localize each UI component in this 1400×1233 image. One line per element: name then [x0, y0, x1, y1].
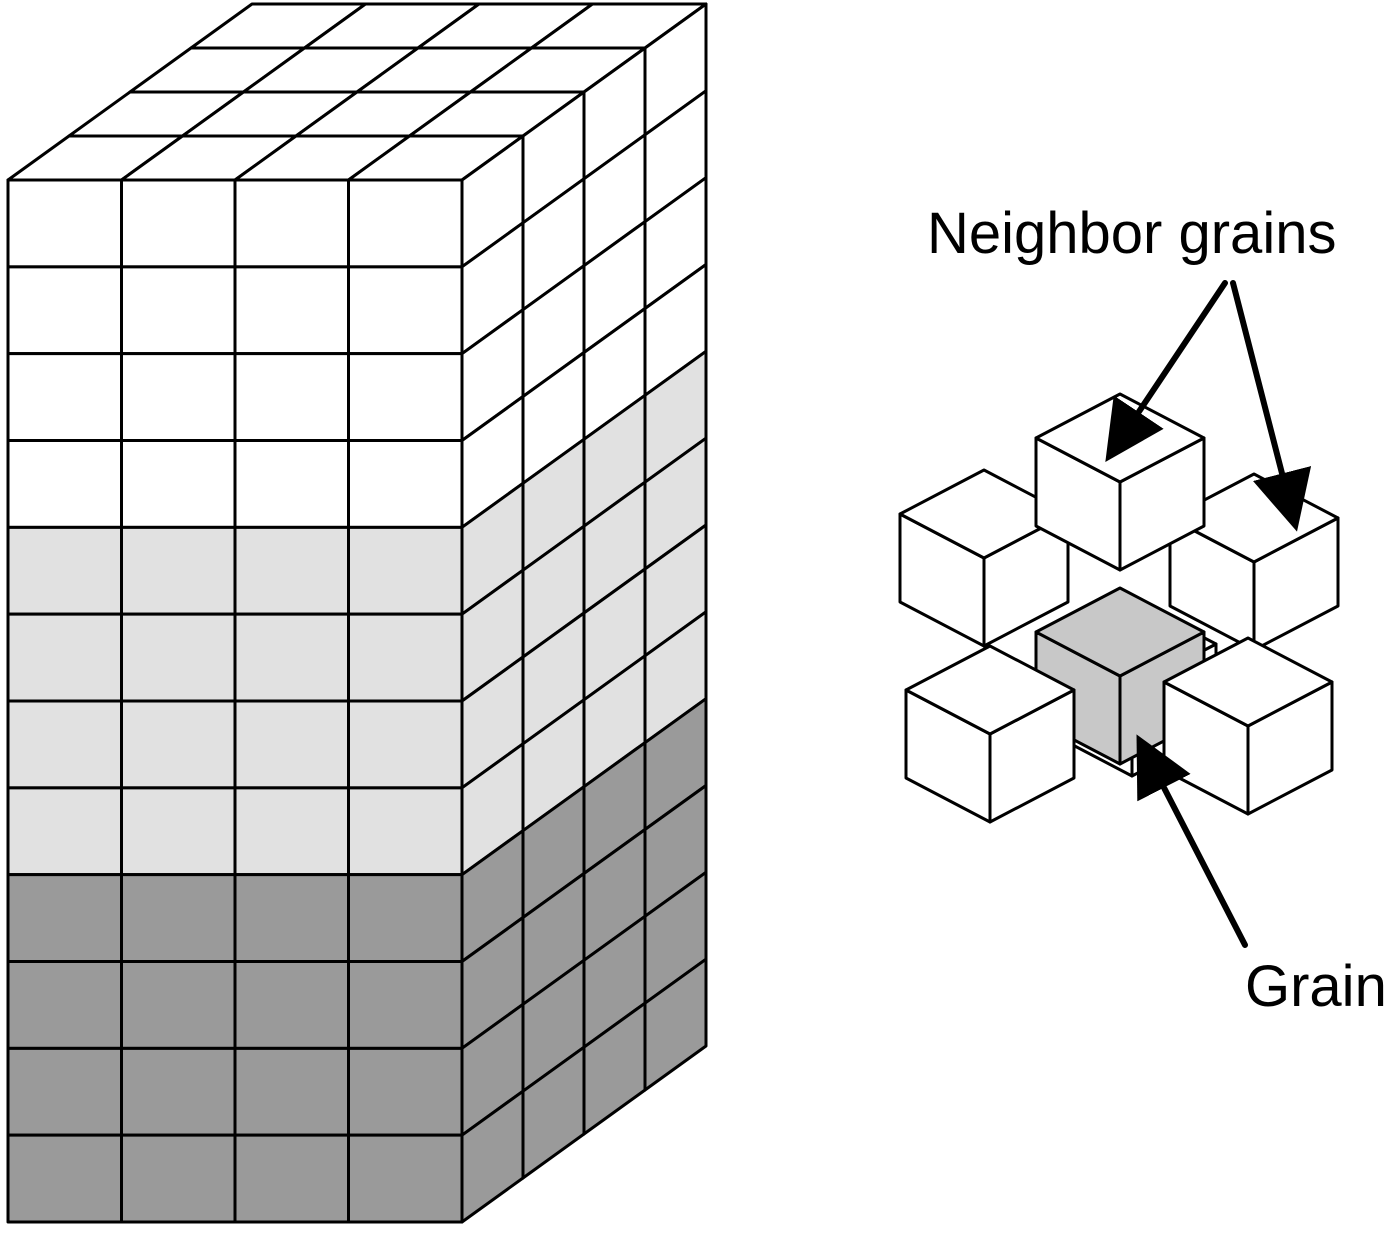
front-face-cell [233, 786, 350, 877]
front-face-cell [233, 352, 350, 442]
front-face-cell [6, 612, 123, 703]
voxel-block [6, 2, 708, 1224]
front-face-cell [120, 352, 237, 442]
front-face-cell [347, 439, 464, 529]
neighbor-arrow-left [1105, 280, 1228, 462]
front-face-cell [347, 525, 464, 616]
grain-cluster [898, 392, 1340, 824]
front-face-cell [6, 960, 123, 1050]
front-face-cell [6, 525, 123, 616]
neighbor-arrow-right [1230, 280, 1312, 532]
front-face-cell [347, 612, 464, 703]
front-face-cell [233, 873, 350, 963]
grain-arrow [1136, 734, 1248, 948]
front-face-cell [347, 178, 464, 269]
front-face-cell [6, 352, 123, 442]
front-face-cell [120, 265, 237, 356]
neighbor-cube-front-right-top-face [1162, 636, 1334, 728]
front-face-cell [120, 612, 237, 703]
front-face-cell [6, 873, 123, 963]
front-face-cell [233, 439, 350, 529]
front-face-cell [6, 786, 123, 877]
front-face-cell [347, 1046, 464, 1137]
side-face-cell [643, 957, 708, 1092]
grain-cube-top-face [1034, 586, 1206, 678]
front-face-cell [233, 1133, 350, 1224]
front-face-cell [233, 265, 350, 356]
front-face-cell [6, 1133, 123, 1224]
front-face-cell [6, 699, 123, 790]
front-face-cell [233, 612, 350, 703]
front-face-cell [233, 960, 350, 1050]
front-face-cell [233, 178, 350, 269]
front-face-cell [120, 786, 237, 877]
front-face-cell [120, 439, 237, 529]
neighbor-cube-front-right [1162, 636, 1334, 816]
front-face-cell [347, 699, 464, 790]
front-face-cell [120, 960, 237, 1050]
front-face-cell [120, 1046, 237, 1137]
neighbor-grains-label: Neighbor grains [927, 201, 1336, 266]
front-face-cell [347, 1133, 464, 1224]
front-face-cell [347, 873, 464, 963]
front-face-cell [120, 873, 237, 963]
front-face-cell [233, 1046, 350, 1137]
front-face-cell [120, 525, 237, 616]
front-face-cell [6, 1046, 123, 1137]
front-face-cell [6, 178, 123, 269]
neighbor-cube-front-left-top-face [904, 644, 1076, 736]
neighbor-cube-back-left [898, 468, 1070, 648]
front-face-cell [120, 178, 237, 269]
front-face-cell [120, 699, 237, 790]
grain-label: Grain [1245, 954, 1387, 1019]
front-face-cell [347, 960, 464, 1050]
front-face-cell [6, 439, 123, 529]
front-face-cell [347, 352, 464, 442]
neighbor-arrows [1105, 280, 1312, 532]
front-face-cell [120, 1133, 237, 1224]
front-face-cell [233, 525, 350, 616]
front-face-cell [6, 265, 123, 356]
front-face-cell [233, 699, 350, 790]
neighbor-cube-front-left [904, 644, 1076, 824]
front-face-cell [347, 265, 464, 356]
front-face-cell [347, 786, 464, 877]
